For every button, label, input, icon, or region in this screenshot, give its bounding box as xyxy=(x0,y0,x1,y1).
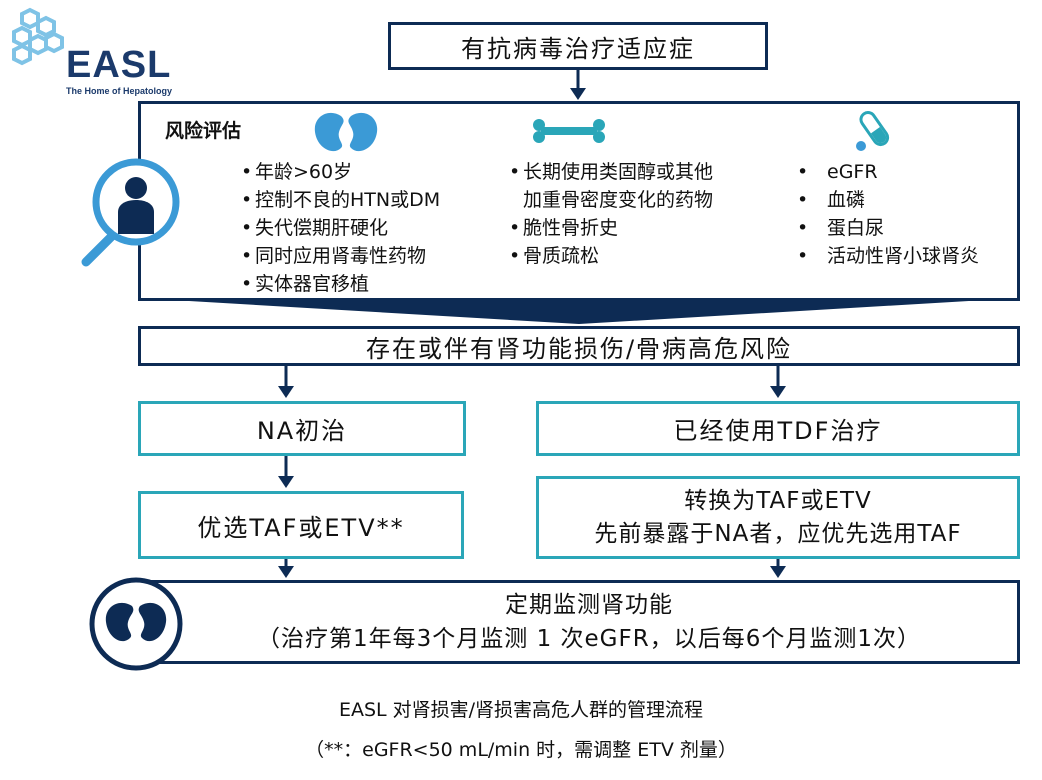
panel-wedge xyxy=(138,298,1020,324)
logo-tagline: The Home of Hepatology xyxy=(66,86,173,96)
list-item: •活动性肾小球肾炎 xyxy=(797,245,980,267)
list-item: •实体器官移植 xyxy=(241,273,370,295)
magnifier-person-icon xyxy=(81,158,180,267)
list-item: •脆性骨折史 xyxy=(509,217,619,239)
switch-taf-etv-box: 转换为TAF或ETV 先前暴露于NA者，应优先选用TAF xyxy=(536,476,1020,559)
indication-box: 有抗病毒治疗适应症 xyxy=(388,22,768,70)
switch-line-1: 转换为TAF或ETV xyxy=(684,487,872,514)
list-item: •eGFR xyxy=(797,161,878,183)
switch-line-2: 先前暴露于NA者，应优先选用TAF xyxy=(594,520,962,547)
list-item: •年龄>60岁 xyxy=(241,161,353,183)
na-naive-label: NA初治 xyxy=(256,417,348,445)
list-item: •骨质疏松 xyxy=(509,245,600,267)
tdf-treated-label: 已经使用TDF治疗 xyxy=(673,417,883,445)
monitoring-line-1: 定期监测肾功能 xyxy=(505,592,673,618)
tdf-treated-box: 已经使用TDF治疗 xyxy=(536,401,1020,456)
list-item: •长期使用类固醇或其他 xyxy=(509,161,714,183)
risk-list-bone: •长期使用类固醇或其他 加重骨密度变化的药物 •脆性骨折史 •骨质疏松 xyxy=(509,158,713,270)
list-item: •控制不良的HTN或DM xyxy=(241,189,441,211)
list-item: •失代偿期肝硬化 xyxy=(241,217,389,239)
risk-present-box: 存在或伴有肾功能损伤/骨病高危风险 xyxy=(138,326,1020,366)
kidney-icon xyxy=(314,112,378,152)
list-item: •同时应用肾毒性药物 xyxy=(241,245,427,267)
list-item: •蛋白尿 xyxy=(797,217,885,239)
risk-present-label: 存在或伴有肾功能损伤/骨病高危风险 xyxy=(365,334,793,363)
risk-assessment-panel: 风险评估 •年龄>60岁 •控制不良的HTN或DM •失代偿期肝硬化 •同时应用… xyxy=(138,101,1020,301)
logo-wordmark: EASL xyxy=(66,44,172,86)
figure-footnote: （**：eGFR<50 mL/min 时，需调整 ETV 剂量） xyxy=(305,739,737,761)
prefer-taf-etv-box: 优选TAF或ETV** xyxy=(138,491,464,559)
renal-monitoring-box: 定期监测肾功能 （治疗第1年每3个月监测 1 次eGFR，以后每6个月监测1次） xyxy=(138,580,1020,664)
test-tube-icon xyxy=(856,111,890,151)
risk-list-lab: •eGFR •血磷 •蛋白尿 •活动性肾小球肾炎 xyxy=(797,158,979,270)
kidney-circle-icon xyxy=(89,577,183,671)
risk-assessment-title: 风险评估 xyxy=(165,120,242,142)
easl-logo: EASL The Home of Hepatology xyxy=(8,6,178,98)
monitoring-line-2: （治疗第1年每3个月监测 1 次eGFR，以后每6个月监测1次） xyxy=(257,626,921,652)
figure-caption: EASL 对肾损害/肾损害高危人群的管理流程 xyxy=(338,699,704,721)
list-item: •血磷 xyxy=(797,189,866,211)
prefer-taf-etv-label: 优选TAF或ETV** xyxy=(197,513,405,542)
list-item: 加重骨密度变化的药物 xyxy=(523,189,714,211)
bone-icon xyxy=(533,119,605,143)
na-naive-box: NA初治 xyxy=(138,401,466,456)
indication-label: 有抗病毒治疗适应症 xyxy=(461,34,695,63)
risk-list-age-comorbidity: •年龄>60岁 •控制不良的HTN或DM •失代偿期肝硬化 •同时应用肾毒性药物… xyxy=(241,158,440,298)
hexagon-cluster-icon xyxy=(12,7,64,66)
